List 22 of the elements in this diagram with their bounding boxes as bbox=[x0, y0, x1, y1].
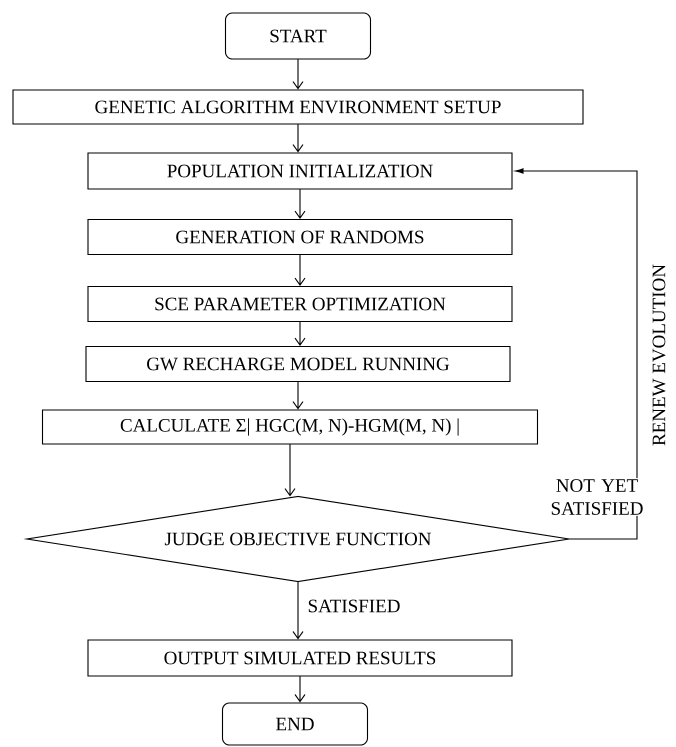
arrow bbox=[292, 582, 304, 640]
terminal-box: START bbox=[224, 12, 372, 60]
arrow bbox=[294, 322, 306, 346]
arrow bbox=[284, 444, 296, 496]
arrow bbox=[292, 60, 304, 90]
rotated-label: RENEW EVOLUTION bbox=[652, 264, 666, 446]
arrow bbox=[292, 382, 304, 410]
edge-label: NOT YET SATISFIED bbox=[546, 478, 648, 516]
process-box: OUTPUT SIMULATED RESULTS bbox=[87, 639, 513, 677]
terminal-box: END bbox=[222, 702, 368, 746]
feedback-arrow bbox=[515, 168, 638, 540]
process-box: POPULATION INITIALIZATION bbox=[87, 152, 513, 190]
arrow bbox=[294, 676, 306, 702]
edge-label: SATISFIED bbox=[306, 598, 402, 614]
process-box: GENERATION OF RANDOMS bbox=[87, 218, 513, 256]
process-box: SCE PARAMETER OPTIMIZATION bbox=[87, 286, 513, 322]
arrow bbox=[292, 124, 304, 152]
process-box: CALCULATE Σ| HGC(M, N)-HGM(M, N) | bbox=[42, 409, 538, 445]
process-box: GENETIC ALGORITHM ENVIRONMENT SETUP bbox=[12, 89, 584, 125]
process-box: GW RECHARGE MODEL RUNNING bbox=[85, 346, 511, 382]
arrow bbox=[294, 190, 306, 219]
arrow bbox=[294, 255, 306, 286]
